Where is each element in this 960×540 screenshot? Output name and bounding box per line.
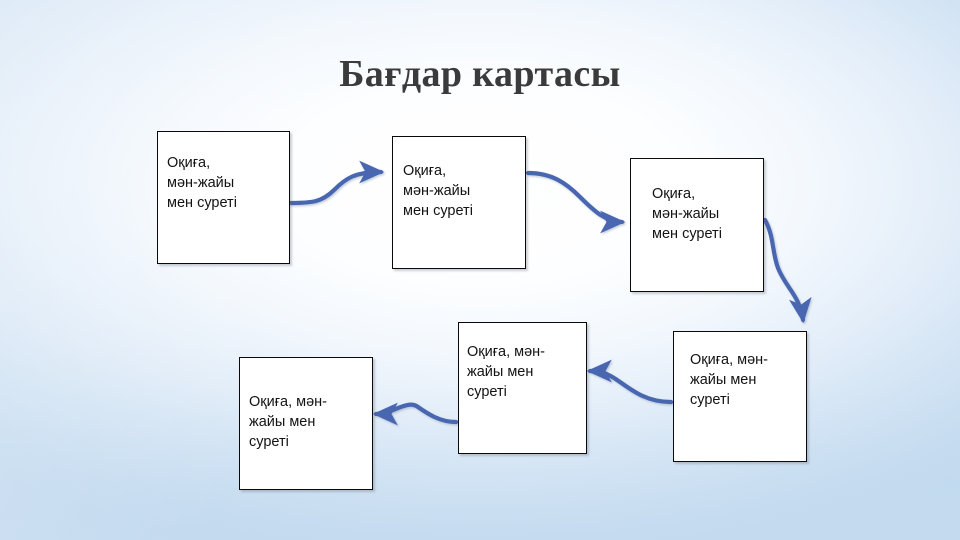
connector-node5-node6: [372, 402, 459, 426]
roadmap-node-2[interactable]: Оқиға, мән-жайы мен суреті: [392, 136, 526, 269]
roadmap-node-4[interactable]: Оқиға, мән- жайы мен суреті: [673, 331, 807, 462]
roadmap-node-6[interactable]: Оқиға, мән- жайы мен суреті: [239, 357, 373, 490]
roadmap-node-1[interactable]: Оқиға, мән-жайы мен суреті: [157, 131, 290, 264]
roadmap-node-3-label: Оқиға, мән-жайы мен суреті: [652, 186, 722, 242]
roadmap-node-3[interactable]: Оқиға, мән-жайы мен суреті: [630, 158, 764, 292]
connector-node2-node3: [525, 170, 626, 234]
roadmap-node-2-label: Оқиға, мән-жайы мен суреті: [403, 163, 473, 219]
connector-node3-node4: [762, 217, 812, 324]
roadmap-node-1-label: Оқиға, мән-жайы мен суреті: [167, 155, 237, 211]
roadmap-node-5-label: Оқиға, мән- жайы мен суреті: [467, 344, 546, 400]
connector-node4-node5: [586, 359, 674, 405]
connector-node1-node2: [288, 160, 385, 206]
roadmap-node-6-label: Оқиға, мән- жайы мен суреті: [249, 394, 328, 450]
roadmap-node-4-label: Оқиға, мән- жайы мен суреті: [690, 352, 769, 408]
page-title: Бағдар картасы: [339, 53, 621, 95]
roadmap-node-5[interactable]: Оқиға, мән- жайы мен суреті: [458, 322, 587, 454]
